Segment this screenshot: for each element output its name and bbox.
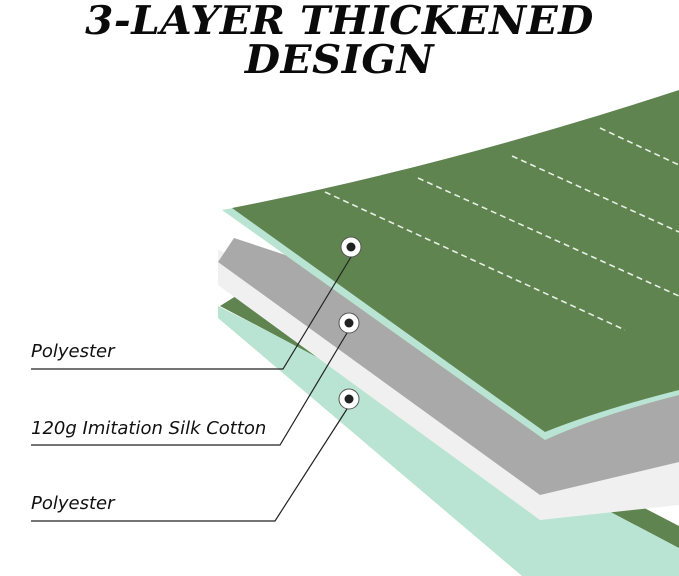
marker-top-polyester [340,236,362,258]
label-filling: 120g Imitation Silk Cotton [31,418,267,439]
leader-lines [31,256,352,522]
label-polyester-bottom: Polyester [31,493,115,514]
label-polyester-top: Polyester [31,341,115,362]
page-title: 3-LAYER THICKENED DESIGN [85,0,594,83]
top-polyester-layer [222,90,679,440]
stitching-lines [324,127,679,331]
marker-filling [338,312,360,334]
marker-bottom-polyester [338,388,360,410]
